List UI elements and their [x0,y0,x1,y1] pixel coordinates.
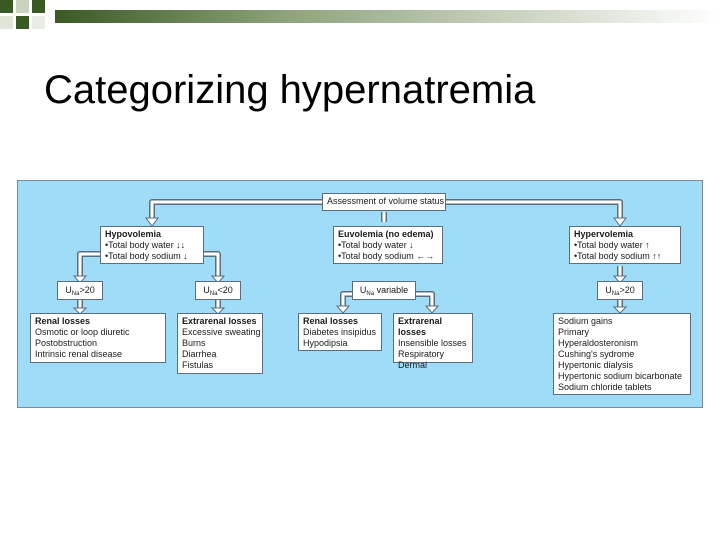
hypervolemia-box: Hypervolemia •Total body water ↑ •Total … [569,226,681,264]
una-variable-box: UNa variable [352,281,416,300]
una-condition: >20 [79,285,95,295]
extrarenal-losses-title: Extrarenal losses [182,316,257,326]
una-subscript: Na [611,291,620,297]
corner-squares-decoration [0,0,45,29]
extrarenal-losses-line-2: Respiratory [398,349,445,359]
una-subscript: Na [366,291,375,297]
sodium-gains-line-5: Hypertonic dialysis [558,360,634,370]
extrarenal-losses-eu-box: Extrarenal losses Insensible losses Resp… [393,313,473,370]
renal-losses-eu-box: Renal losses Diabetes insipidus Hypodips… [298,313,382,351]
extrarenal-losses-line-3: Dermal [398,360,428,370]
assessment-box: Assessment of volume status [322,193,446,211]
extrarenal-losses-line-1: Excessive sweating [182,327,261,337]
una-condition: <20 [217,285,233,295]
una-label: U [605,285,612,295]
una-label: U [65,285,72,295]
slide-title: Categorizing hypernatremia [44,68,536,112]
renal-losses-title: Renal losses [35,316,91,326]
euvolemia-title: Euvolemia (no edema) [338,229,434,239]
hypervolemia-title: Hypervolemia [574,229,634,239]
sodium-gains-line-2: Primary [558,327,589,337]
hypervolemia-line-2: •Total body sodium ↑↑ [574,251,662,261]
assessment-label: Assessment of volume status [327,196,445,206]
una-label: U [359,285,367,295]
una-subscript: Na [71,291,80,297]
extrarenal-losses-line-3: Diarrhea [182,349,217,359]
renal-losses-hypo-box: Renal losses Osmotic or loop diuretic Po… [30,313,166,363]
una-subscript: Na [209,291,218,297]
una-condition: variable [374,285,409,295]
renal-losses-line-2: Hypodipsia [303,338,348,348]
sodium-gains-box: Sodium gains Primary Hyperaldosteronism … [553,313,691,395]
renal-losses-line-1: Diabetes insipidus [303,327,377,337]
hypovolemia-title: Hypovolemia [105,229,162,239]
extrarenal-losses-line-2: Burns [182,338,206,348]
euvolemia-line-1: •Total body water ↓ [338,240,414,250]
extrarenal-losses-line-4: Fistulas [182,360,214,370]
una-condition: >20 [619,285,635,295]
renal-losses-title: Renal losses [303,316,359,326]
una-gt20-right-box: UNa>20 [597,281,643,300]
sodium-gains-line-7: Sodium chloride tablets [558,382,652,392]
hypovolemia-box: Hypovolemia •Total body water ↓↓ •Total … [100,226,204,264]
renal-losses-line-1: Osmotic or loop diuretic [35,327,130,337]
sodium-gains-line-4: Cushing's sydrome [558,349,635,359]
sodium-gains-line-6: Hypertonic sodium bicarbonate [558,371,683,381]
euvolemia-line-2: •Total body sodium ←→ [338,251,435,261]
una-gt20-left-box: UNa>20 [57,281,103,300]
hypovolemia-line-2: •Total body sodium ↓ [105,251,188,261]
euvolemia-box: Euvolemia (no edema) •Total body water ↓… [333,226,443,264]
sodium-gains-line-1: Sodium gains [558,316,613,326]
una-lt20-box: UNa<20 [195,281,241,300]
sodium-gains-line-3: Hyperaldosteronism [558,338,639,348]
extrarenal-losses-line-1: Insensible losses [398,338,467,348]
una-label: U [203,285,210,295]
hypovolemia-line-1: •Total body water ↓↓ [105,240,186,250]
extrarenal-losses-title: Extrarenal losses [398,316,443,337]
extrarenal-losses-hypo-box: Extrarenal losses Excessive sweating Bur… [177,313,263,374]
renal-losses-line-2: Postobstruction [35,338,98,348]
renal-losses-line-3: Intrinsic renal disease [35,349,123,359]
hypervolemia-line-1: •Total body water ↑ [574,240,650,250]
title-gradient-bar [55,10,720,23]
